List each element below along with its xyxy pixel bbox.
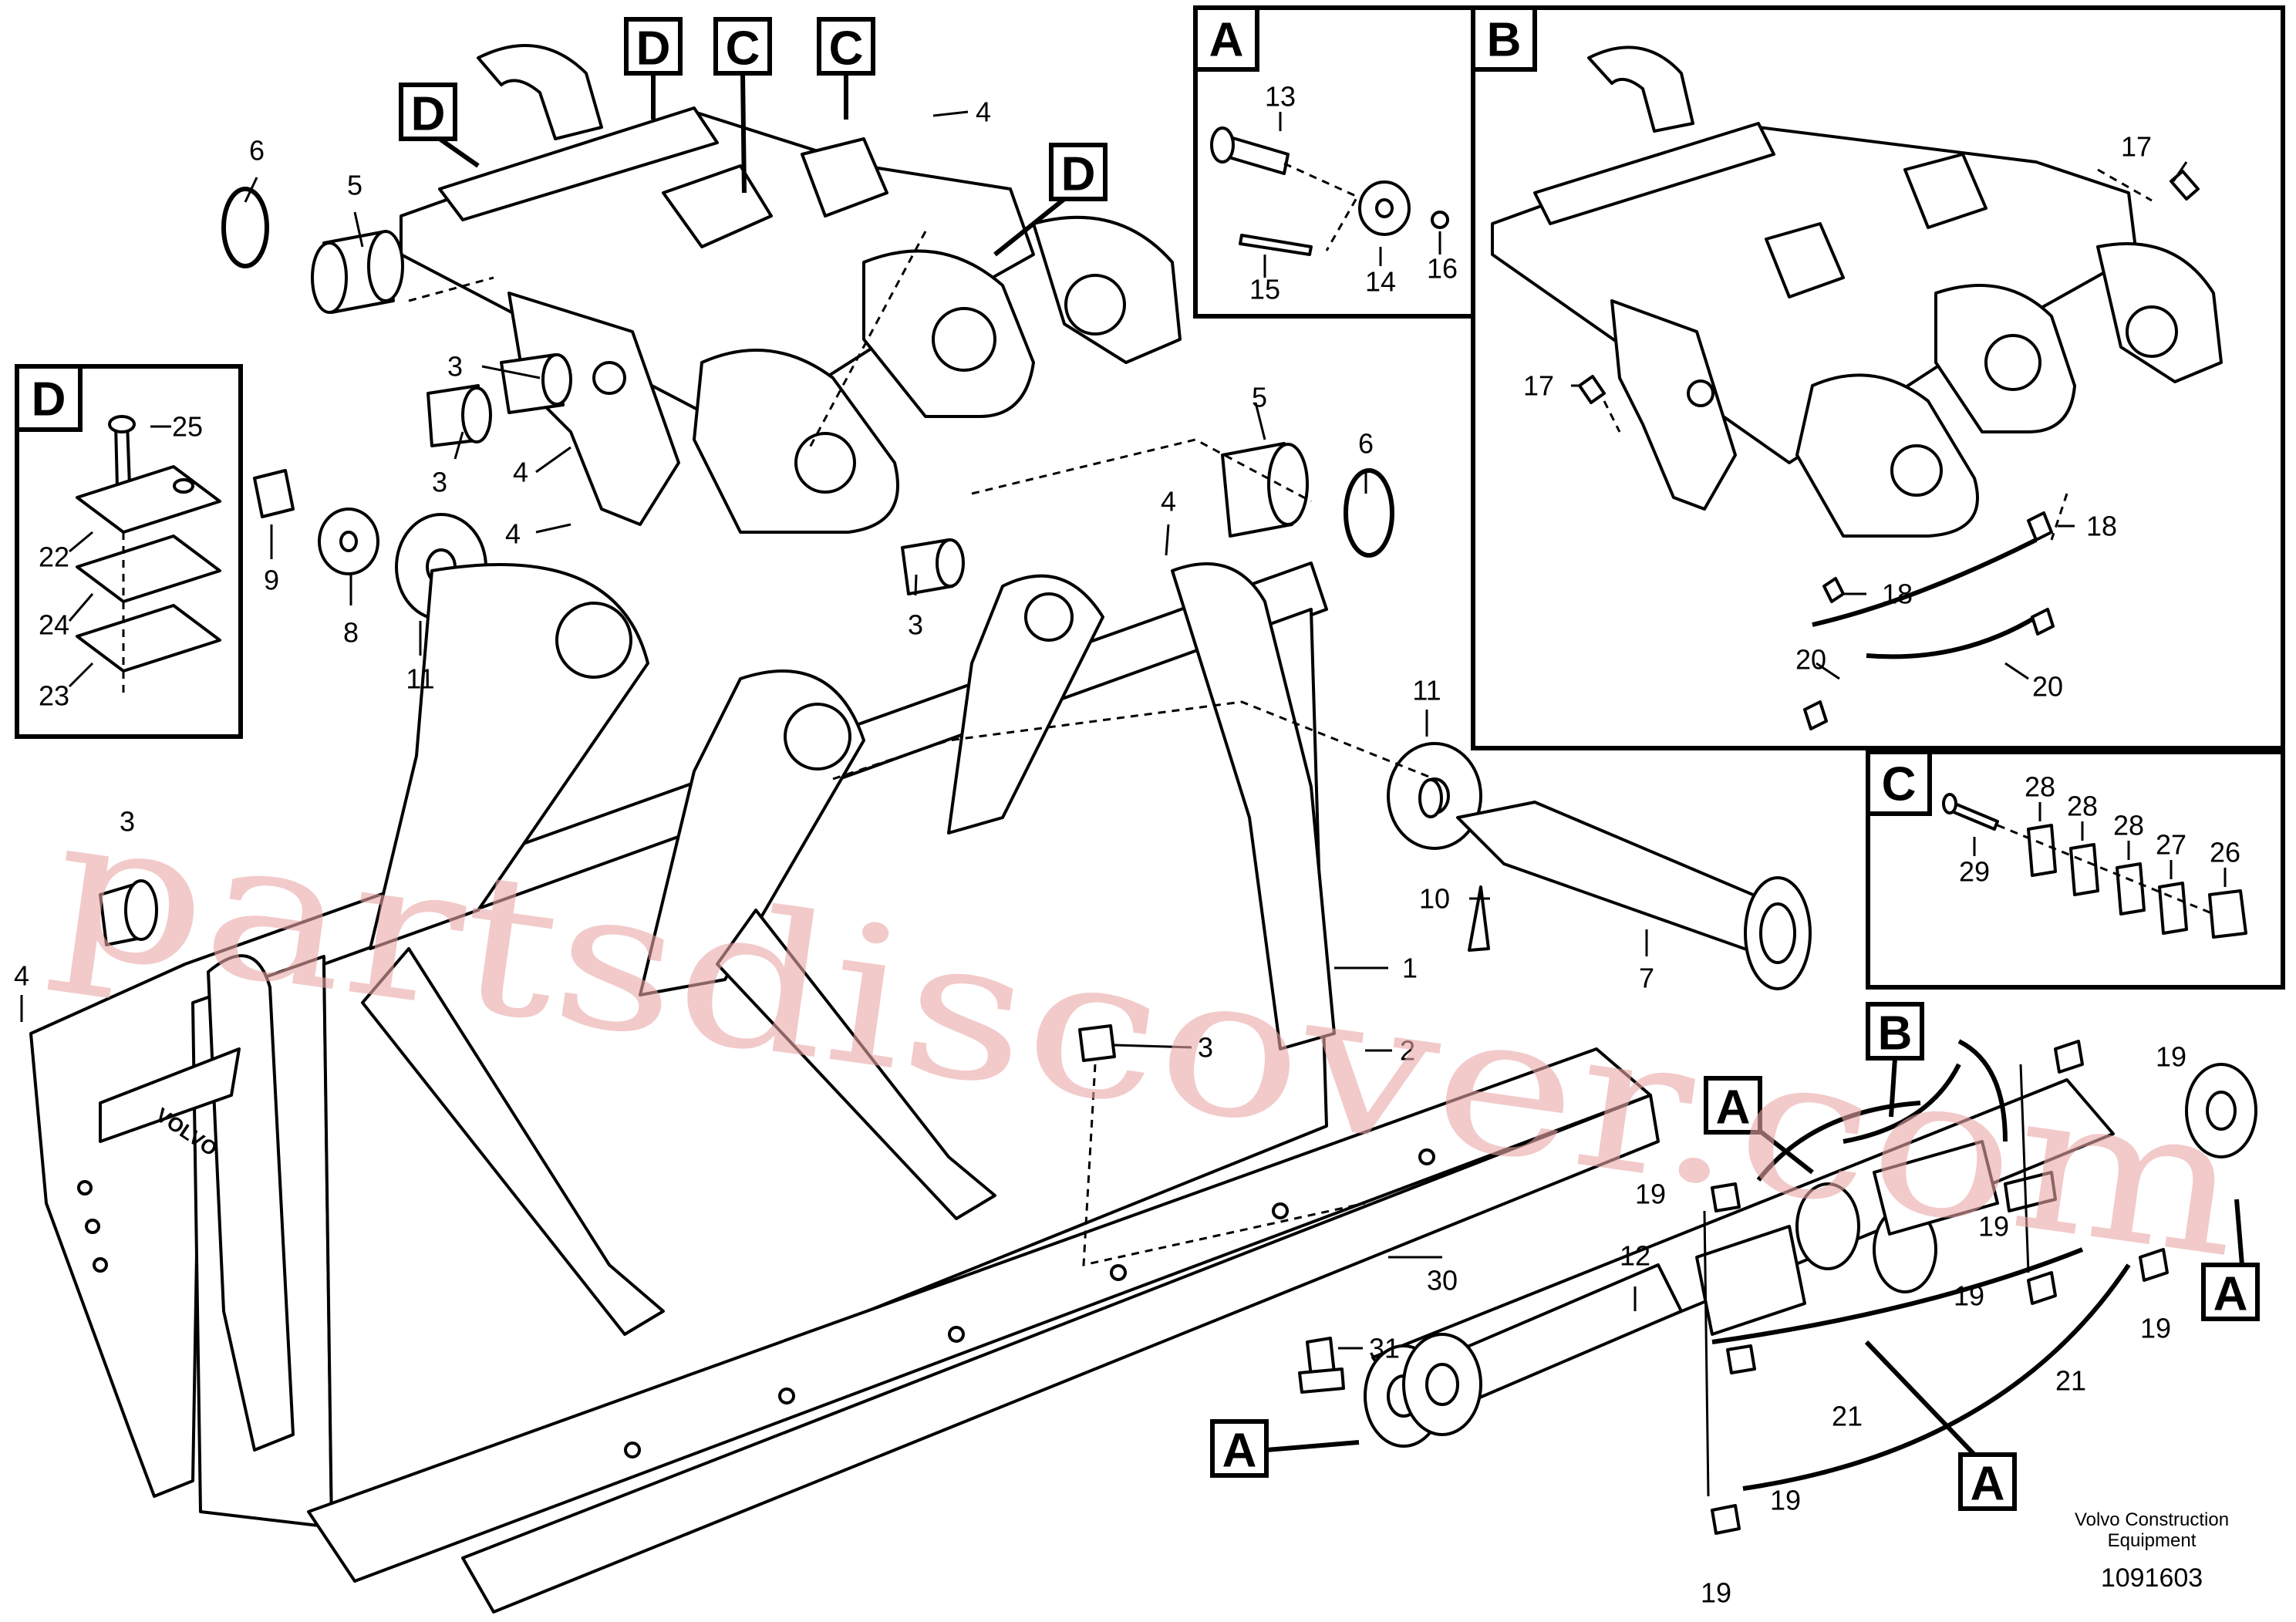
callout-3: 3	[447, 351, 463, 383]
callout-30: 30	[1427, 1265, 1458, 1297]
callout-4: 4	[505, 518, 521, 550]
callout-19: 19	[2140, 1313, 2171, 1344]
view-marker-d: D	[411, 88, 446, 141]
view-marker-d: D	[636, 22, 671, 76]
callout-4: 4	[1161, 486, 1176, 518]
callout-5: 5	[1252, 382, 1267, 413]
callout-16: 16	[1427, 253, 1458, 285]
callout-3: 3	[432, 467, 447, 498]
view-marker-a: A	[1222, 1425, 1257, 1478]
view-marker-b: B	[1878, 1007, 1913, 1061]
detail-c-title: C	[1882, 758, 1917, 811]
callout-leaders	[20, 110, 1648, 1350]
detail-a-title: A	[1209, 14, 1244, 67]
hydraulic-cylinder	[1364, 1063, 2257, 1448]
callout-29: 29	[1959, 856, 1990, 888]
callout-19: 19	[2156, 1041, 2186, 1073]
callout-25: 25	[172, 411, 203, 443]
callout-2: 2	[1400, 1035, 1415, 1067]
detail-view-b: B 17 17 18 18 20 20	[1471, 5, 2285, 750]
callout-6: 6	[1358, 428, 1374, 460]
callout-21: 21	[2055, 1365, 2086, 1397]
callout-17: 17	[2121, 131, 2152, 163]
view-marker-d: D	[1061, 148, 1096, 201]
callout-14: 14	[1365, 266, 1396, 298]
view-marker-a: A	[2213, 1268, 2248, 1321]
callout-20: 20	[2032, 671, 2063, 703]
alignment-lines	[408, 231, 1435, 781]
callout-27: 27	[2156, 829, 2186, 861]
bucket-body: VOLVO	[29, 561, 1336, 1529]
callout-numbers: 6 5 4 3 3 4 4 9 8 11 5 6 4 3 11 10 7 1 3…	[14, 96, 2186, 1609]
callout-4: 4	[513, 457, 528, 488]
callout-28: 28	[2067, 791, 2098, 822]
callout-18: 18	[1882, 578, 1913, 610]
callout-3: 3	[120, 806, 135, 838]
callout-28: 28	[2113, 810, 2144, 841]
callout-17: 17	[1523, 370, 1554, 402]
view-marker-c: C	[726, 22, 760, 76]
callout-26: 26	[2210, 837, 2240, 868]
view-marker-a: A	[1971, 1458, 2005, 1511]
callout-9: 9	[264, 565, 279, 596]
callout-28: 28	[2025, 771, 2055, 803]
callout-21: 21	[1832, 1401, 1863, 1432]
callout-20: 20	[1795, 644, 1826, 676]
detail-b-title: B	[1487, 14, 1522, 67]
hydraulic-hoses	[1703, 1039, 2169, 1535]
callout-23: 23	[39, 680, 69, 712]
detail-view-a: A 13 14 15 16	[1193, 5, 1475, 319]
callout-11: 11	[1412, 675, 1441, 706]
main-pin	[1418, 778, 1812, 990]
view-marker-c: C	[829, 22, 864, 76]
callout-13: 13	[1265, 81, 1296, 113]
drawing-footer: Volvo Construction Equipment 1091603	[2075, 1509, 2229, 1593]
view-marker-a: A	[1716, 1081, 1751, 1135]
callout-8: 8	[343, 617, 359, 649]
callout-5: 5	[347, 170, 362, 201]
callout-19: 19	[1635, 1179, 1666, 1210]
callout-11: 11	[406, 663, 434, 695]
callout-4: 4	[976, 96, 991, 128]
edge-bolt-nut	[1078, 1024, 1366, 1394]
callout-19: 19	[1701, 1577, 1731, 1609]
callout-19: 19	[1770, 1485, 1801, 1516]
callout-3: 3	[1198, 1032, 1213, 1064]
callout-3: 3	[908, 609, 923, 641]
callout-22: 22	[39, 541, 69, 573]
company-name-line2: Equipment	[2108, 1530, 2197, 1551]
main-assembly: VOLVO	[14, 17, 2260, 1614]
quick-coupler-frame	[400, 44, 1182, 534]
callout-7: 7	[1639, 963, 1654, 994]
callout-12: 12	[1620, 1240, 1650, 1272]
callout-1: 1	[1402, 953, 1418, 984]
callout-15: 15	[1249, 274, 1280, 305]
company-name-line1: Volvo Construction	[2075, 1509, 2229, 1530]
bushing-ring-set	[99, 187, 1482, 946]
drawing-number: 1091603	[2101, 1563, 2203, 1593]
callout-4: 4	[14, 960, 29, 992]
detail-d-title: D	[32, 373, 66, 427]
callout-19: 19	[1954, 1280, 1984, 1312]
callout-10: 10	[1419, 883, 1450, 915]
view-markers: D D C C D B A A A A	[399, 17, 2260, 1511]
callout-18: 18	[2086, 511, 2117, 542]
callout-6: 6	[249, 135, 265, 167]
cutting-edge	[307, 1047, 1660, 1614]
detail-view-c: C 28 28 28 27 26 29	[1866, 750, 2285, 990]
callout-24: 24	[39, 609, 69, 641]
detail-view-d: D 25 22 24 23	[15, 364, 243, 739]
callout-31: 31	[1369, 1333, 1400, 1364]
callout-19: 19	[1978, 1211, 2009, 1243]
